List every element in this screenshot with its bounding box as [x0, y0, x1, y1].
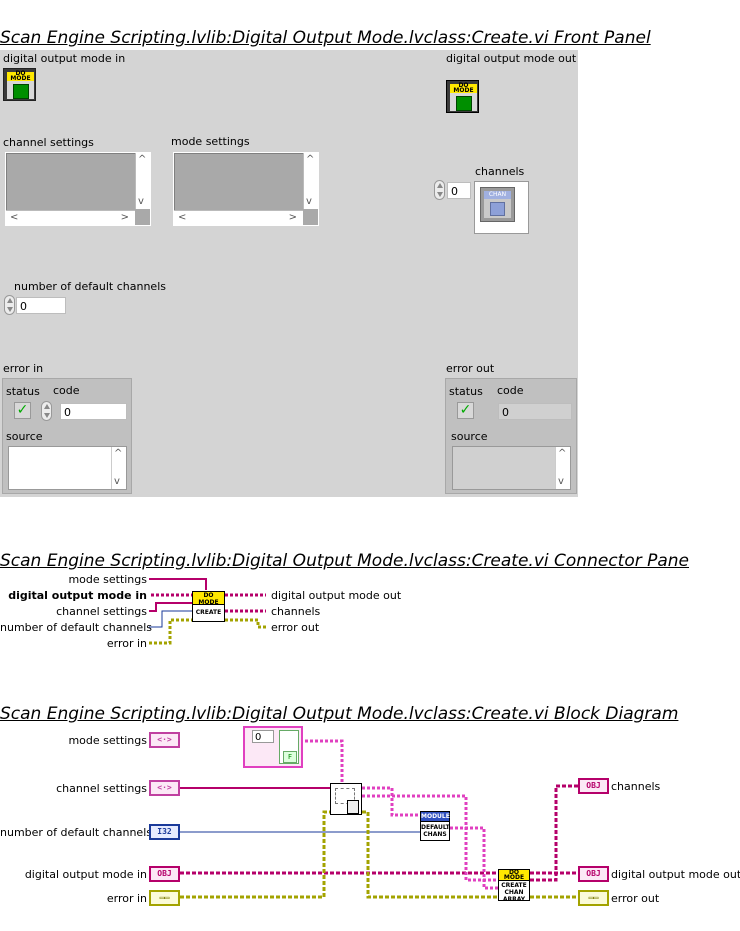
bd-label-error-out: error out	[611, 892, 660, 905]
cp-input-channel-settings: channel settings	[56, 605, 147, 618]
source-indicator: ^v	[452, 446, 571, 490]
cp-input-dom-in: digital output mode in	[8, 589, 147, 602]
cp-output-error-out: error out	[271, 621, 320, 634]
cube-icon	[456, 96, 472, 111]
block-diagram-heading: Scan Engine Scripting.lvlib:Digital Outp…	[0, 704, 679, 724]
wire-mode-settings	[149, 578, 207, 590]
bd-label-mode-settings: mode settings	[68, 734, 147, 747]
code-indicator: 0	[498, 403, 572, 420]
array-index[interactable]: 0	[252, 730, 274, 743]
front-panel-heading: Scan Engine Scripting.lvlib:Digital Outp…	[0, 28, 651, 48]
dom-out-label: digital output mode out	[446, 52, 577, 65]
num-default-spinner[interactable]	[4, 295, 15, 315]
cp-input-mode-settings: mode settings	[68, 573, 147, 586]
channel-settings-array[interactable]: ^v <>	[5, 152, 151, 226]
wire-channels-out	[530, 784, 578, 882]
horizontal-scrollbar[interactable]: <>	[6, 210, 135, 225]
code-spinner[interactable]	[41, 401, 52, 421]
dom-in-label: digital output mode in	[3, 52, 126, 65]
bool-constant[interactable]: F	[279, 730, 299, 764]
wire-num-default	[149, 610, 192, 628]
status-label: status	[6, 385, 40, 398]
code-field[interactable]: 0	[60, 403, 127, 420]
bd-terminal-num-default[interactable]: I32	[149, 824, 180, 840]
bd-terminal-error-out[interactable]: ▭▭	[578, 890, 609, 906]
error-in-cluster: status code ✓ 0 source ^v	[2, 378, 132, 494]
status-label: status	[449, 385, 483, 398]
wire-channel-settings	[149, 602, 192, 612]
wire-default-chans	[450, 826, 498, 890]
error-in-label: error in	[3, 362, 44, 375]
horizontal-scrollbar[interactable]: <>	[174, 210, 303, 225]
gear-icon	[335, 788, 355, 804]
cp-create-node: DO MODE CREATE	[192, 591, 225, 622]
num-default-label: number of default channels	[14, 280, 166, 293]
bd-label-channel-settings: channel settings	[56, 782, 147, 795]
channels-index-field[interactable]: 0	[447, 182, 471, 199]
wire-array-const	[300, 739, 344, 783]
block-diagram-wires	[180, 739, 578, 899]
document-icon	[347, 800, 359, 814]
bd-array-constant[interactable]: 0 F	[243, 726, 303, 768]
channels-index-spinner[interactable]	[434, 180, 445, 200]
connector-pane-heading: Scan Engine Scripting.lvlib:Digital Outp…	[0, 551, 690, 571]
mode-settings-array[interactable]: ^v <>	[173, 152, 319, 226]
cp-output-channels: channels	[271, 605, 321, 618]
bd-terminal-channel-settings[interactable]: <·>	[149, 780, 180, 796]
bd-label-error-in: error in	[106, 892, 147, 905]
error-out-cluster: status code ✓ 0 source ^v	[445, 378, 577, 494]
mode-settings-label: mode settings	[171, 135, 250, 148]
channels-label: channels	[475, 165, 525, 178]
cp-output-dom-out: digital output mode out	[271, 589, 402, 602]
bd-terminal-channels[interactable]: OBJ	[578, 778, 609, 794]
bd-label-num-default: number of default channels	[0, 826, 152, 839]
chan-icon: CHAN	[480, 187, 515, 222]
vertical-scrollbar[interactable]: ^v	[555, 447, 570, 489]
code-label: code	[53, 384, 80, 397]
wire-mode-cluster	[362, 786, 420, 817]
vertical-scrollbar[interactable]: ^v	[135, 153, 150, 209]
wire-error-out	[225, 618, 266, 629]
wire-error-mid	[362, 810, 498, 899]
bd-terminal-dom-in[interactable]: OBJ	[149, 866, 180, 882]
bd-create-chan-array-node[interactable]: DO MODE CREATE CHAN ARRAY	[498, 869, 530, 903]
error-out-label: error out	[446, 362, 495, 375]
vertical-scrollbar[interactable]: ^v	[111, 447, 126, 489]
code-label: code	[497, 384, 524, 397]
status-indicator: ✓	[457, 402, 474, 419]
bd-terminal-mode-settings[interactable]: <·>	[149, 732, 180, 748]
channel-settings-label: channel settings	[3, 136, 94, 149]
wire-mode-array	[362, 794, 498, 882]
cp-input-error-in: error in	[106, 637, 147, 650]
source-label: source	[6, 430, 43, 443]
status-checkbox[interactable]: ✓	[14, 402, 31, 419]
channels-array-indicator: CHAN	[474, 181, 529, 234]
bd-label-dom-in: digital output mode in	[24, 868, 147, 881]
cube-icon	[13, 84, 29, 99]
bd-label-dom-out: digital output mode out	[611, 868, 740, 881]
bd-unbundle-node[interactable]	[330, 783, 362, 815]
bd-terminal-dom-out[interactable]: OBJ	[578, 866, 609, 882]
wire-error-in	[180, 810, 330, 899]
source-field[interactable]: ^v	[8, 446, 127, 490]
connector-pane-wires	[149, 578, 266, 645]
wire-error-in	[149, 618, 192, 645]
num-default-field[interactable]: 0	[16, 297, 66, 314]
source-label: source	[451, 430, 488, 443]
bd-default-chans-node[interactable]: MODULE DEFAULT CHANS	[420, 811, 450, 841]
vertical-scrollbar[interactable]: ^v	[303, 153, 318, 209]
cp-input-num-default: number of default channels	[0, 621, 152, 634]
bd-terminal-error-in[interactable]: ▭▭	[149, 890, 180, 906]
bd-label-channels: channels	[611, 780, 661, 793]
